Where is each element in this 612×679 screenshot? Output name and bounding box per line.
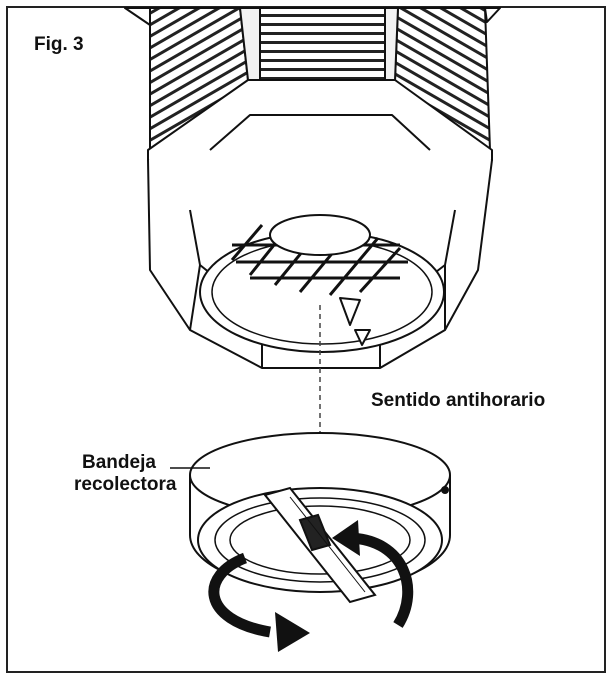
arrow-heads [275,520,360,652]
figure-label: Fig. 3 [34,34,84,55]
tray-label-line1: Bandeja [82,452,156,473]
collection-tray-icon [189,432,451,604]
direction-label: Sentido antihorario [371,390,546,411]
tray-label-line2: recolectora [74,474,177,495]
lamp-housing-icon [124,7,501,369]
counterclockwise-arrow-icon [208,532,414,638]
